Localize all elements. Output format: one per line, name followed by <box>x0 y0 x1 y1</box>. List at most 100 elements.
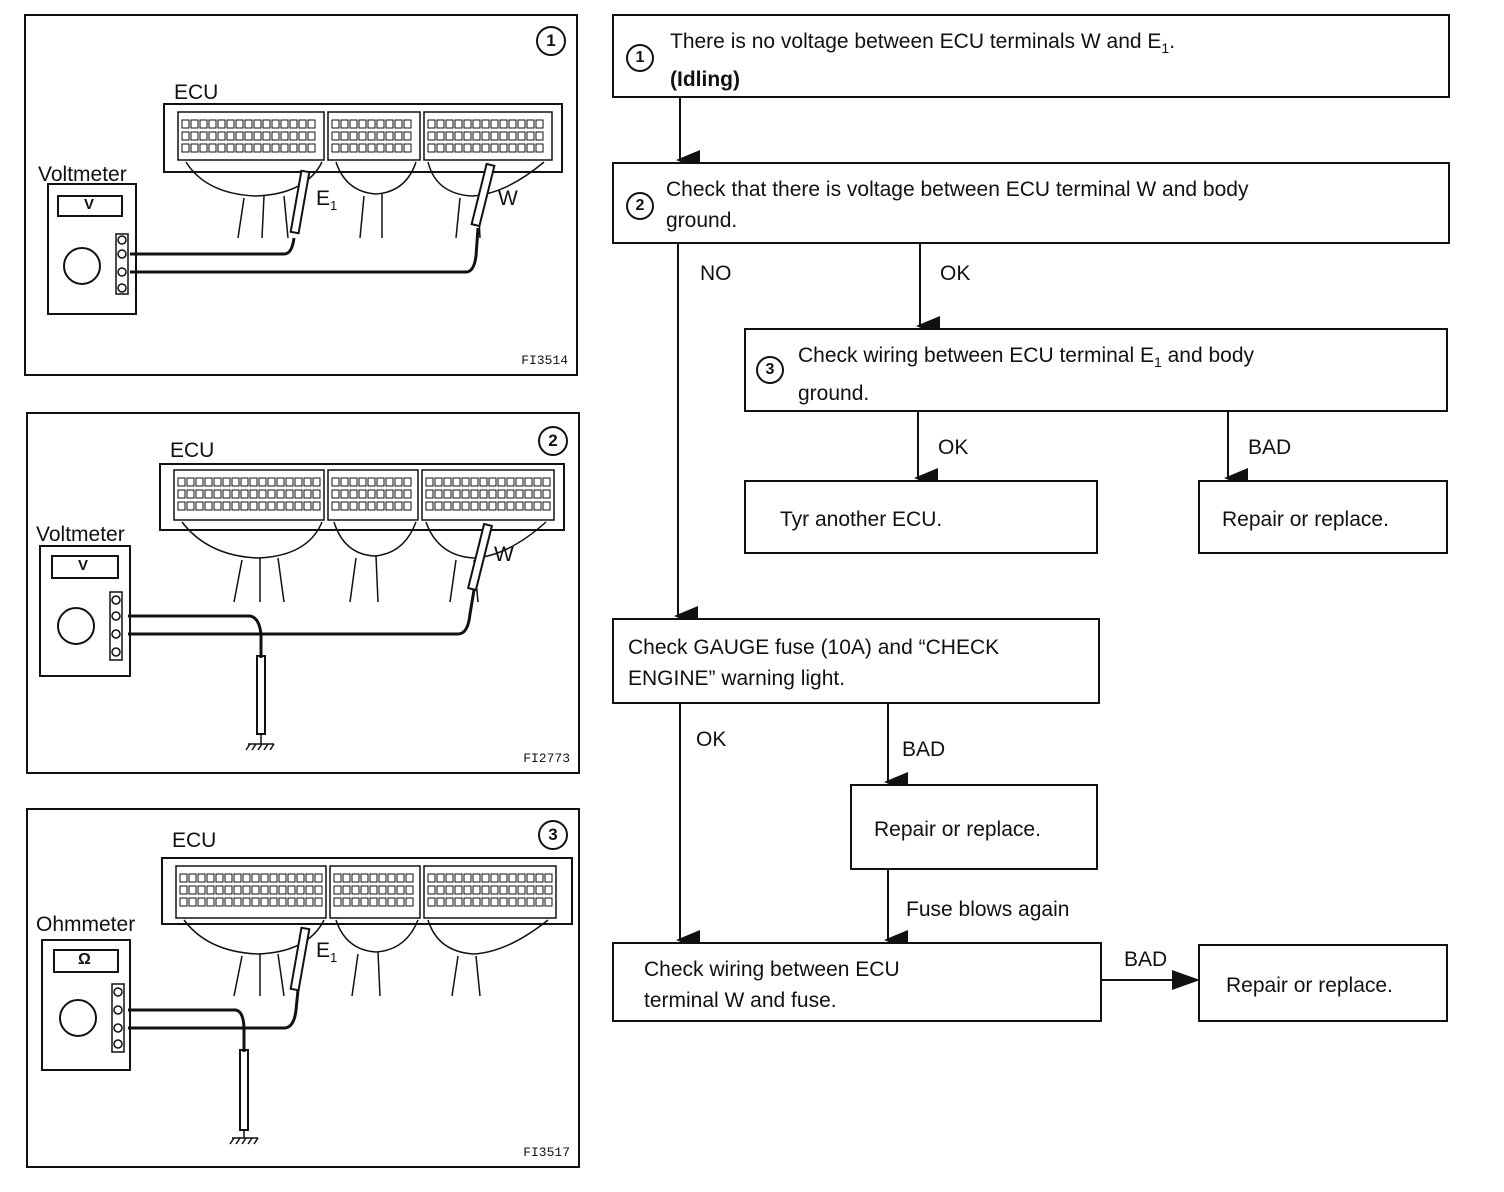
connector-pin <box>445 897 454 907</box>
connector-pin <box>376 143 385 153</box>
connector-pin <box>303 489 312 499</box>
panel-number: 1 <box>536 26 566 56</box>
ecu-label: ECU <box>172 829 217 852</box>
meter-label: Ohmmeter <box>36 913 136 936</box>
connector-pin <box>294 489 303 499</box>
connector-pin <box>179 885 188 895</box>
connector-pin <box>303 477 312 487</box>
connector-pin <box>367 119 376 129</box>
connector-pin <box>436 897 445 907</box>
lead-e1 <box>128 989 300 1030</box>
connector-pin <box>508 131 517 141</box>
connector-pin <box>445 131 454 141</box>
connector-pin <box>445 119 454 129</box>
connector-pin <box>314 885 323 895</box>
connector-pin <box>269 885 278 895</box>
connector-pin <box>213 489 222 499</box>
meter-jacks <box>111 983 125 1053</box>
connector-pin <box>208 143 217 153</box>
connector-pin <box>360 897 369 907</box>
repair-box-2: Repair or replace. <box>850 784 1098 870</box>
ecu-connectors <box>177 111 553 161</box>
connector-pin <box>394 143 403 153</box>
connector-pin <box>515 477 524 487</box>
diagram-panel-1: 1 ECU Voltmeter V E1 W FI3514 <box>24 14 578 376</box>
connector-pin <box>204 477 213 487</box>
connector-pin <box>425 501 434 511</box>
connector-pin <box>481 897 490 907</box>
connector-pin <box>231 489 240 499</box>
connector-pin <box>427 131 436 141</box>
wire-harness <box>181 521 547 603</box>
connector-pin <box>251 885 260 895</box>
connector-pin <box>294 477 303 487</box>
test-probes <box>289 162 496 235</box>
connector-pin <box>396 897 405 907</box>
try-another-ecu-text: Tyr another ECU. <box>780 508 943 531</box>
edge-label-bad: BAD <box>902 738 946 761</box>
connector-pin <box>387 897 396 907</box>
connector-pin <box>349 119 358 129</box>
connector-pin <box>331 501 340 511</box>
connector-pin <box>394 489 403 499</box>
meter-display <box>57 195 123 217</box>
meter-display <box>51 555 119 579</box>
connector-pin <box>499 897 508 907</box>
edge-label-ok: OK <box>940 262 971 285</box>
connector-pin <box>269 897 278 907</box>
connector-pin <box>445 873 454 883</box>
connector-pin <box>296 885 305 895</box>
connector-pin <box>403 143 412 153</box>
connector-pin <box>396 885 405 895</box>
connector-pin <box>470 477 479 487</box>
connector-pin <box>305 885 314 895</box>
connector-pin <box>358 143 367 153</box>
connector-pin <box>195 501 204 511</box>
connector-pin <box>394 477 403 487</box>
connector-pin <box>472 119 481 129</box>
connector-pin <box>206 885 215 895</box>
connector-pin <box>298 131 307 141</box>
panel-number: 3 <box>538 820 568 850</box>
connector-pin <box>517 143 526 153</box>
connector-pin <box>296 897 305 907</box>
connector-pin <box>314 897 323 907</box>
connector-pin <box>454 131 463 141</box>
connector-pin <box>199 119 208 129</box>
connector-pin <box>425 489 434 499</box>
connector-pin <box>481 873 490 883</box>
connector-pin <box>224 885 233 895</box>
connector-pin <box>506 477 515 487</box>
connector-pin <box>434 501 443 511</box>
connector-pin <box>244 143 253 153</box>
meter-symbol: V <box>84 196 95 213</box>
ecu-label: ECU <box>170 439 215 462</box>
connector-pin <box>436 143 445 153</box>
step-number: 2 <box>626 192 654 220</box>
figure-code: FI2773 <box>523 751 570 766</box>
connector-pin <box>235 143 244 153</box>
connector-pin <box>340 477 349 487</box>
connector-pin <box>403 131 412 141</box>
connector-pin <box>517 119 526 129</box>
connector-pin <box>526 897 535 907</box>
connector-pin <box>434 477 443 487</box>
connector-pin <box>445 143 454 153</box>
connector-pin <box>490 873 499 883</box>
connector-pin <box>461 489 470 499</box>
panel-number: 2 <box>538 426 568 456</box>
connector-pin <box>526 873 535 883</box>
connector-pin <box>197 873 206 883</box>
connector-pin <box>524 489 533 499</box>
connector-pin <box>258 477 267 487</box>
connector-pin <box>280 131 289 141</box>
connector-pin <box>342 873 351 883</box>
connector-pin <box>349 131 358 141</box>
step-2-box: 2 Check that there is voltage between EC… <box>612 162 1450 244</box>
repair-box-3: Repair or replace. <box>1198 944 1448 1022</box>
connector-pin <box>199 143 208 153</box>
connector-pin <box>394 119 403 129</box>
connector-pin <box>331 143 340 153</box>
